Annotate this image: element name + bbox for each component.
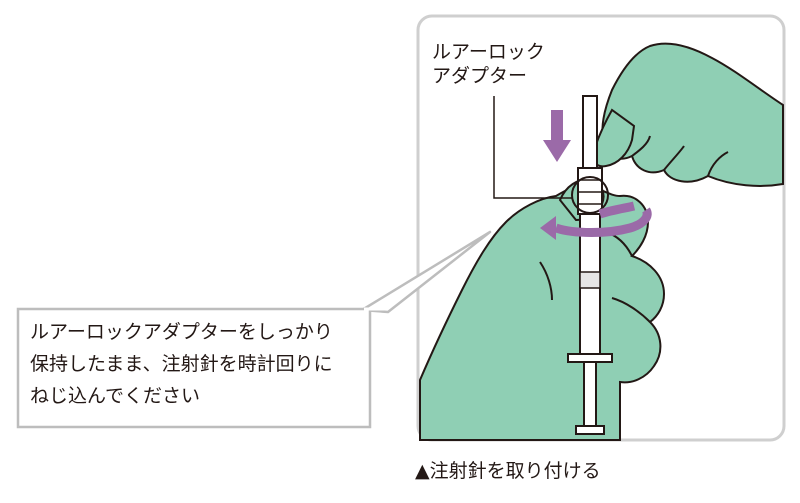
- upper-glove-fold-3: [707, 151, 729, 177]
- clockwise-arrow-icon: [540, 201, 652, 240]
- lower-glove-fold-2: [611, 297, 651, 323]
- upper-glove-fold-2: [663, 145, 685, 171]
- adapter-label-line-2: アダプター: [432, 65, 528, 87]
- adapter-leader-line: [493, 96, 572, 199]
- syringe-stopper: [579, 271, 601, 289]
- figure-caption: ▲注射針を取り付ける: [415, 460, 601, 482]
- needle-cap: [582, 95, 598, 169]
- lower-glove-fold-3: [539, 261, 553, 301]
- instruction-line-3: ねじ込んでください: [30, 385, 201, 407]
- adapter-highlight-circle: [571, 176, 609, 214]
- syringe: [567, 95, 613, 435]
- lower-glove-hand: [419, 184, 666, 441]
- adapter-label-line-1: ルアーロック: [432, 41, 545, 63]
- callout-box: [16, 307, 372, 429]
- syringe-flange: [567, 353, 613, 363]
- upper-glove-fold-1: [631, 135, 651, 157]
- plunger-end: [575, 425, 605, 435]
- down-arrow-icon: [543, 110, 571, 162]
- instruction-line-1: ルアーロックアダプターをしっかり: [30, 321, 333, 343]
- luer-lock-adapter: [577, 167, 603, 215]
- callout-tail: [360, 230, 492, 314]
- plunger-rod: [583, 361, 597, 427]
- instruction-line-2: 保持したまま、注射針を時計回りに: [30, 353, 333, 375]
